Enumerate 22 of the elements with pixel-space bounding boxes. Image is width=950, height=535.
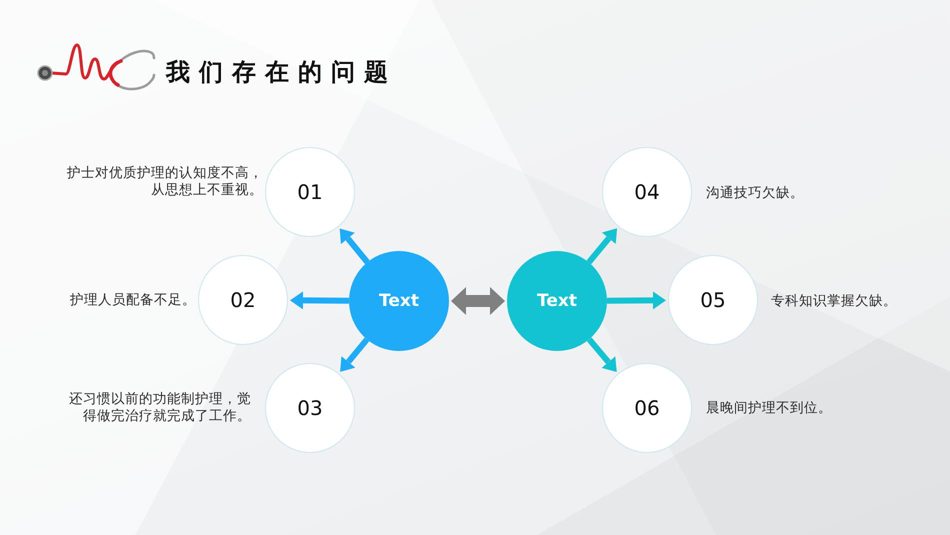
title: 我们存在的问题 (166, 57, 397, 87)
double-arrow (451, 287, 505, 315)
description-text: 还习惯以前的功能制护理，觉得做完治疗就完成了工作。 (68, 391, 251, 425)
description-text: 沟通技巧欠缺。 (706, 184, 805, 202)
number-circle: 03 (265, 363, 355, 453)
arrow (606, 291, 666, 310)
description-text: 专科知识掌握欠缺。 (771, 292, 898, 310)
arrow (340, 228, 370, 264)
arrow (586, 228, 618, 264)
arrow (340, 337, 370, 372)
number-circle: 05 (668, 255, 758, 345)
hub-circle: Text (349, 251, 449, 351)
arrow (586, 337, 617, 372)
number-circle: 06 (602, 363, 692, 453)
description-text: 护理人员配备不足。 (69, 292, 196, 308)
description-text: 晨晚间护理不到位。 (706, 400, 833, 416)
number-circle: 01 (265, 147, 355, 237)
number-circle: 04 (602, 147, 692, 237)
number-circle: 02 (198, 255, 288, 345)
arrow (290, 291, 350, 310)
description-text: 护士对优质护理的认知度不高，从思想上不重视。 (66, 164, 263, 198)
hub-circle: Text (507, 251, 607, 351)
